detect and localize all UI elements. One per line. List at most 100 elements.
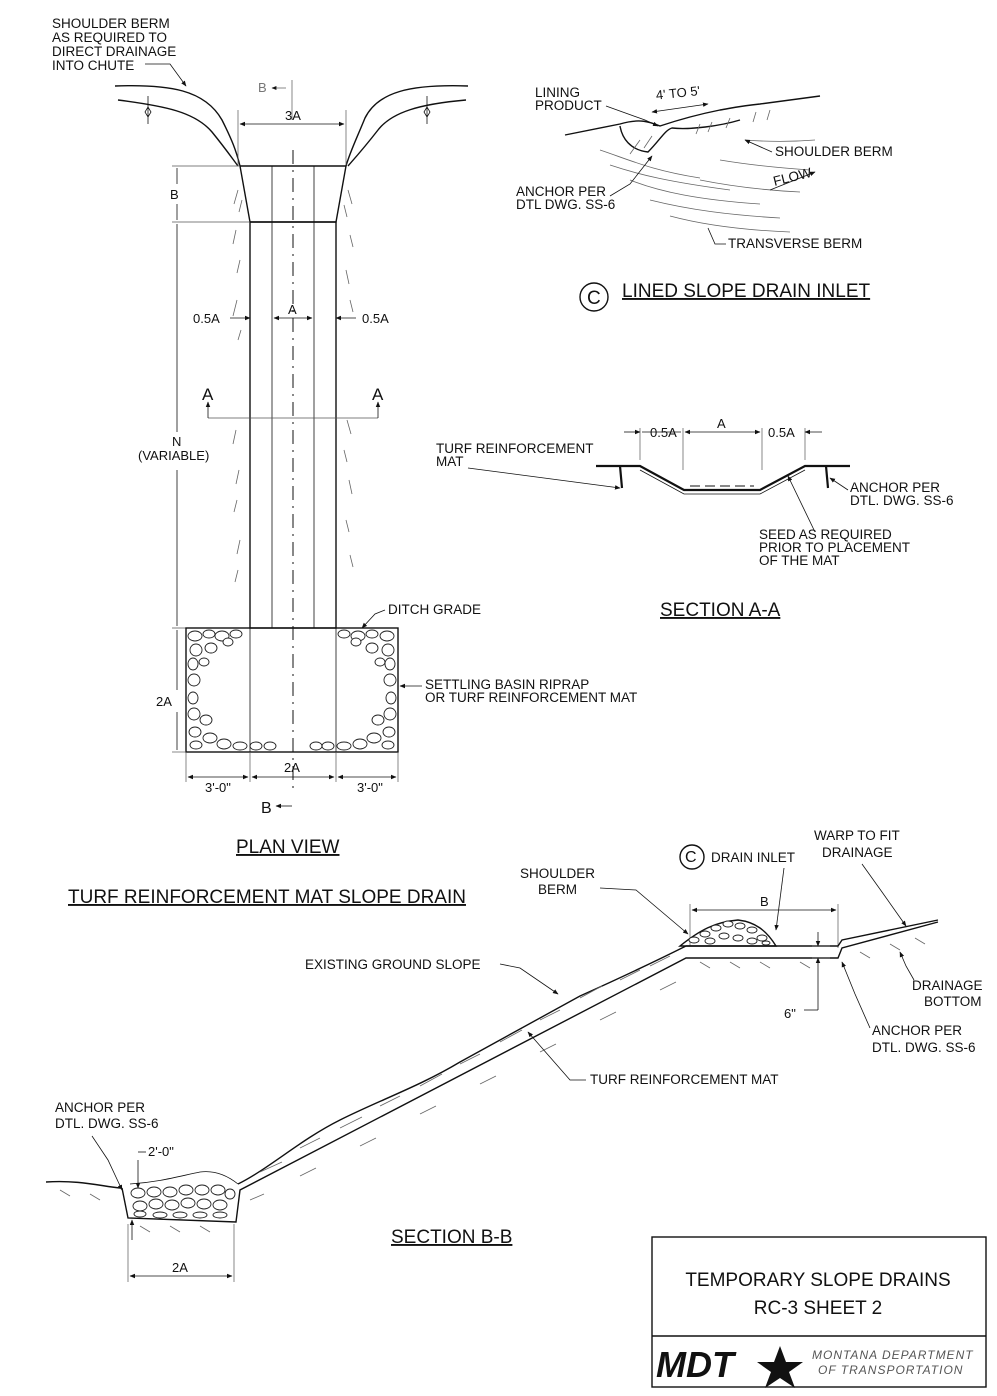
- section-aa-channel-profile: [596, 464, 850, 492]
- flow-label: FLOW: [772, 165, 814, 189]
- shoulder-berm-note-line1: SHOULDER BERM: [52, 16, 170, 31]
- section-bb-trm-label: TURF REINFORCEMENT MAT: [590, 1072, 779, 1087]
- section-aa-dim-half-left: 0.5A: [650, 425, 677, 440]
- dim-n-sublabel: (VARIABLE): [138, 448, 209, 463]
- section-a-left-letter: A: [202, 385, 214, 404]
- ditch-grade-label: DITCH GRADE: [388, 602, 481, 617]
- section-aa-dim-half-right: 0.5A: [768, 425, 795, 440]
- section-bb-anchor-left-leader: [91, 1135, 123, 1191]
- section-aa-anchor-line2: DTL. DWG. SS-6: [850, 493, 954, 508]
- section-aa-anchor-leader: [829, 477, 849, 491]
- title-block: TEMPORARY SLOPE DRAINS RC-3 SHEET 2 MDT …: [651, 1236, 987, 1388]
- transverse-berm-leader: [707, 227, 726, 245]
- mdt-star-icon: [757, 1346, 803, 1388]
- title-block-frame: [651, 1236, 987, 1388]
- section-bb-warp-line1: WARP TO FIT: [814, 828, 900, 843]
- section-bb-anchor-right-leader: [841, 961, 871, 1029]
- title-block-line1: TEMPORARY SLOPE DRAINS: [685, 1270, 950, 1291]
- section-bb-anchor-left-line2: DTL. DWG. SS-6: [55, 1116, 159, 1131]
- settling-basin-riprap-left: [187, 629, 277, 751]
- detail-c-anchor-line2: DTL DWG. SS-6: [516, 197, 615, 212]
- settling-basin-label-line2: OR TURF REINFORCEMENT MAT: [425, 690, 637, 705]
- right-berm-marker: [423, 96, 431, 124]
- inlet-ground-surface: [564, 95, 821, 136]
- section-bb-drainage-bottom-line1: DRAINAGE: [912, 978, 983, 993]
- section-bb-warp-leader: [861, 863, 907, 927]
- detail-c-marker-letter: C: [587, 288, 601, 309]
- agency-line1: MONTANA DEPARTMENT: [812, 1348, 974, 1362]
- inlet-width-label: 4' TO 5': [655, 83, 701, 103]
- section-aa-mat-line: [639, 469, 806, 495]
- section-bb-existing-ground: EXISTING GROUND SLOPE: [305, 957, 481, 972]
- dim-a-label: A: [288, 302, 297, 317]
- dim-3a-label: 3A: [285, 108, 301, 123]
- left-berm-outer: [114, 84, 241, 167]
- right-berm-outer: [345, 85, 469, 167]
- section-aa-seed-line3: OF THE MAT: [759, 553, 840, 568]
- section-aa-trm-line2: MAT: [436, 454, 464, 469]
- section-bb-basin-riprap: [130, 1184, 236, 1219]
- section-bb-trm-profile: [45, 921, 939, 1223]
- section-a-right-letter: A: [372, 385, 384, 404]
- section-aa-seed-line1: SEED AS REQUIRED: [759, 527, 892, 542]
- transverse-berm-label: TRANSVERSE BERM: [728, 236, 862, 251]
- section-aa-seed-leader: [787, 475, 816, 533]
- detail-c-anchor-leader: [609, 155, 653, 197]
- ditch-grade-leader: [361, 609, 386, 629]
- section-aa-seed-line2: PRIOR TO PLACEMENT: [759, 540, 910, 555]
- inlet-chute-edge: [619, 119, 741, 153]
- detail-c-shoulder-berm-leader: [744, 139, 773, 153]
- section-bb-anchor-right-line2: DTL. DWG. SS-6: [872, 1040, 976, 1055]
- section-bb-anchor-right-line1: ANCHOR PER: [872, 1023, 962, 1038]
- detail-c-inlet: LINING PRODUCT 4' TO 5' SHOULDER BERM AN…: [516, 83, 893, 312]
- section-aa-anchor-line1: ANCHOR PER: [850, 480, 940, 495]
- section-bb-dim-2a: 2A: [172, 1260, 188, 1275]
- detail-c-anchor-line1: ANCHOR PER: [516, 184, 606, 199]
- plan-slope-hatching: [232, 189, 354, 583]
- dim-2a-side-label: 2A: [156, 694, 172, 709]
- inlet-width-line: [651, 102, 709, 114]
- section-bb-drain-inlet-leader: [774, 867, 785, 931]
- section-bb-shoulder-berm-line1: SHOULDER: [520, 866, 595, 881]
- dim-3ft-left-label: 3'-0": [205, 780, 231, 795]
- detail-c-marker-circle: [579, 282, 609, 312]
- plan-view: SHOULDER BERM AS REQUIRED TO DIRECT DRAI…: [52, 16, 637, 858]
- shoulder-berm-note-line2: AS REQUIRED TO: [52, 30, 167, 45]
- section-bb-dim-6in: 6": [784, 1006, 796, 1021]
- agency-line2: OF TRANSPORTATION: [818, 1363, 963, 1377]
- main-title: TURF REINFORCEMENT MAT SLOPE DRAIN: [68, 887, 466, 908]
- section-aa: TURF REINFORCEMENT MAT 0.5A A 0.5A ANCHO…: [436, 416, 954, 621]
- left-berm-inner: [117, 99, 239, 167]
- section-bb-title: SECTION B-B: [391, 1227, 512, 1248]
- section-aa-title: SECTION A-A: [660, 600, 781, 621]
- right-berm-inner: [347, 99, 467, 167]
- section-bb-shoulder-berm-leader: [599, 887, 689, 935]
- title-block-line2: RC-3 SHEET 2: [754, 1298, 882, 1319]
- shoulder-berm-note-line3: DIRECT DRAINAGE: [52, 44, 176, 59]
- section-bb-marker-letter: C: [685, 849, 697, 866]
- section-bb-ground-surface: [237, 919, 939, 1185]
- section-b-top-letter: B: [258, 80, 267, 95]
- section-aa-trm-line1: TURF REINFORCEMENT: [436, 441, 594, 456]
- section-bb-dim-2ft: 2'-0": [148, 1144, 174, 1159]
- section-bb-marker-circle: [679, 844, 705, 870]
- flow-arrow: [769, 171, 816, 191]
- dim-n-label: N: [172, 434, 181, 449]
- mdt-logo-text: MDT: [656, 1344, 737, 1385]
- section-bb-drainage-bottom-leader: [899, 951, 915, 981]
- lining-product-line2: PRODUCT: [535, 98, 602, 113]
- dim-2a-bottom-label: 2A: [284, 760, 300, 775]
- section-bb-drainage-bottom-line2: BOTTOM: [924, 994, 982, 1009]
- settling-basin-riprap-right: [309, 629, 397, 751]
- settling-basin-label-line1: SETTLING BASIN RIPRAP: [425, 677, 589, 692]
- section-bb-trm-leader: [527, 1031, 586, 1081]
- settling-basin-outline: [185, 627, 399, 753]
- section-bb-anchor-left-line1: ANCHOR PER: [55, 1100, 145, 1115]
- section-bb-ground-left: [129, 1171, 239, 1185]
- shoulder-berm-note-line4: INTO CHUTE: [52, 58, 134, 73]
- section-bb-dim-b: B: [760, 894, 769, 909]
- inlet-slope-hatching: [599, 139, 816, 233]
- section-aa-dim-a: A: [717, 416, 726, 431]
- inlet-berm-hatching: [629, 109, 771, 155]
